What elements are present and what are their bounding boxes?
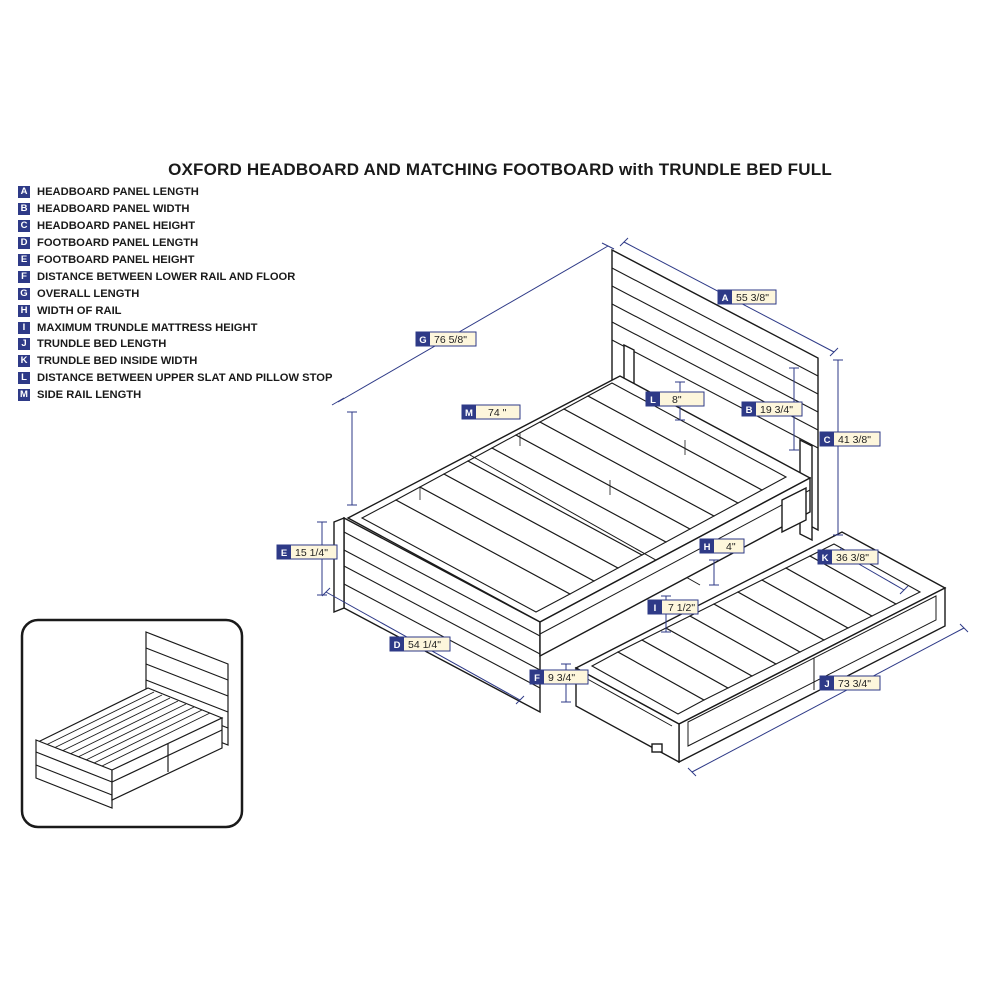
legend-item-c: C HEADBOARD PANEL HEIGHT (18, 218, 332, 235)
legend-key-l: L (18, 372, 30, 385)
dimension-value-h: 4" (726, 541, 736, 553)
dimension-value-k: 36 3/8" (836, 552, 869, 564)
legend-key-h: H (18, 304, 30, 317)
legend-label-c: HEADBOARD PANEL HEIGHT (37, 220, 196, 233)
dimension-label-i: I 7 1/2" (647, 599, 699, 615)
legend-label-f: DISTANCE BETWEEN LOWER RAIL AND FLOOR (37, 270, 296, 283)
dimension-value-g: 76 5/8" (434, 334, 467, 346)
legend-item-i: I MAXIMUM TRUNDLE MATTRESS HEIGHT (18, 319, 332, 336)
dimension-label-j: J 73 3/4" (819, 675, 881, 691)
legend-key-g: G (18, 287, 30, 300)
dimension-label-e: E 15 1/4" (276, 544, 338, 560)
legend-item-b: B HEADBOARD PANEL WIDTH (18, 201, 332, 218)
legend-key-f: F (18, 270, 30, 283)
legend-key-a: A (18, 186, 30, 199)
legend-item-g: G OVERALL LENGTH (18, 285, 332, 302)
legend-item-a: A HEADBOARD PANEL LENGTH (18, 184, 332, 201)
dimension-label-d: D 54 1/4" (389, 636, 451, 652)
dimension-key-h: H (704, 542, 711, 553)
dimension-label-c: C 41 3/8" (819, 431, 881, 447)
dimension-key-l: L (650, 395, 656, 406)
legend-label-k: TRUNDLE BED INSIDE WIDTH (37, 355, 198, 368)
legend-key-d: D (18, 237, 30, 250)
legend-label-a: HEADBOARD PANEL LENGTH (37, 186, 199, 199)
dimension-key-j: J (824, 679, 829, 690)
dimension-value-m: 74 " (488, 407, 507, 419)
dimension-label-g: G 76 5/8" (415, 331, 477, 347)
dimension-value-f: 9 3/4" (548, 672, 575, 684)
dimension-value-j: 73 3/4" (838, 678, 871, 690)
dimension-value-d: 54 1/4" (408, 639, 441, 651)
legend-item-l: L DISTANCE BETWEEN UPPER SLAT AND PILLOW … (18, 370, 332, 387)
main-bed-image (333, 248, 947, 764)
dimension-key-m: M (465, 408, 473, 419)
legend-item-h: H WIDTH OF RAIL (18, 302, 332, 319)
legend-key-c: C (18, 220, 30, 233)
dimension-label-m: M 74 " (461, 404, 521, 420)
legend-key-i: I (18, 321, 30, 334)
legend-item-j: J TRUNDLE BED LENGTH (18, 336, 332, 353)
legend-label-m: SIDE RAIL LENGTH (37, 389, 142, 402)
legend-label-j: TRUNDLE BED LENGTH (37, 338, 167, 351)
dimension-key-a: A (722, 293, 729, 304)
legend-key-b: B (18, 203, 30, 216)
dimension-label-b: B 19 3/4" (741, 401, 803, 417)
dimension-value-e: 15 1/4" (295, 547, 328, 559)
dimension-lines (317, 237, 969, 777)
page-title: OXFORD HEADBOARD AND MATCHING FOOTBOARD … (168, 160, 832, 179)
dimension-key-c: C (824, 435, 831, 446)
dimension-label-a: A 55 3/8" (717, 289, 777, 305)
legend-key-m: M (18, 389, 30, 402)
legend-key-j: J (18, 338, 30, 351)
dimension-label-f: F 9 3/4" (529, 669, 589, 685)
dimension-label-k: K 36 3/8" (817, 549, 879, 565)
dimension-key-b: B (746, 405, 753, 416)
dimension-key-d: D (394, 640, 401, 651)
dimension-label-l: L 8" (645, 391, 705, 407)
legend-item-m: M SIDE RAIL LENGTH (18, 387, 332, 404)
legend-item-k: K TRUNDLE BED INSIDE WIDTH (18, 353, 332, 370)
thumbnail-image (20, 618, 244, 829)
dimension-key-e: E (281, 548, 287, 559)
dimension-label-h: H 4" (699, 538, 745, 554)
legend-key-k: K (18, 355, 30, 368)
legend-item-e: E FOOTBOARD PANEL HEIGHT (18, 252, 332, 269)
legend-label-l: DISTANCE BETWEEN UPPER SLAT AND PILLOW S… (37, 372, 333, 385)
dimension-value-b: 19 3/4" (760, 404, 793, 416)
legend-label-e: FOOTBOARD PANEL HEIGHT (37, 254, 195, 266)
legend: A HEADBOARD PANEL LENGTH B HEADBOARD PANEL… (18, 184, 332, 404)
legend-label-b: HEADBOARD PANEL WIDTH (37, 203, 190, 216)
dimension-value-l: 8" (672, 394, 682, 406)
dimension-key-i: I (654, 603, 657, 614)
dimension-value-c: 41 3/8" (838, 434, 871, 446)
legend-label-g: OVERALL LENGTH (37, 287, 140, 300)
legend-item-d: D FOOTBOARD PANEL LENGTH (18, 235, 332, 252)
dimension-key-f: F (534, 673, 540, 684)
dimension-value-i: 7 1/2" (668, 602, 695, 614)
dimension-key-g: G (419, 335, 426, 346)
legend-label-h: WIDTH OF RAIL (37, 304, 122, 317)
dimension-value-a: 55 3/8" (736, 292, 769, 304)
dimension-key-k: K (822, 553, 829, 564)
legend-item-f: F DISTANCE BETWEEN LOWER RAIL AND FLOOR (18, 268, 332, 285)
legend-label-i: MAXIMUM TRUNDLE MATTRESS HEIGHT (37, 321, 258, 334)
legend-label-d: FOOTBOARD PANEL LENGTH (37, 237, 199, 250)
legend-key-e: E (18, 254, 30, 266)
